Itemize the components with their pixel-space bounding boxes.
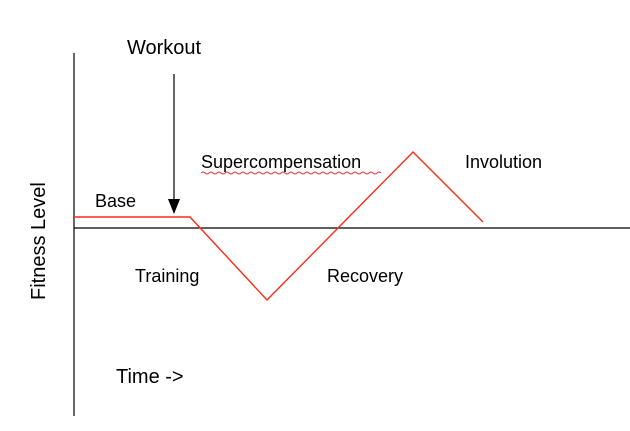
label-recovery: Recovery (327, 266, 403, 286)
workout-arrow (168, 74, 180, 214)
label-involution: Involution (465, 152, 542, 172)
label-fitness-axis: Fitness Level (28, 182, 50, 300)
label-workout: Workout (127, 37, 202, 59)
label-supercompensation: Supercompensation (201, 152, 361, 172)
spellcheck-underline (200, 171, 382, 175)
label-base: Base (95, 191, 136, 211)
label-time-axis: Time -> (116, 366, 184, 388)
fitness-curve (74, 151, 484, 302)
label-training: Training (135, 266, 199, 286)
